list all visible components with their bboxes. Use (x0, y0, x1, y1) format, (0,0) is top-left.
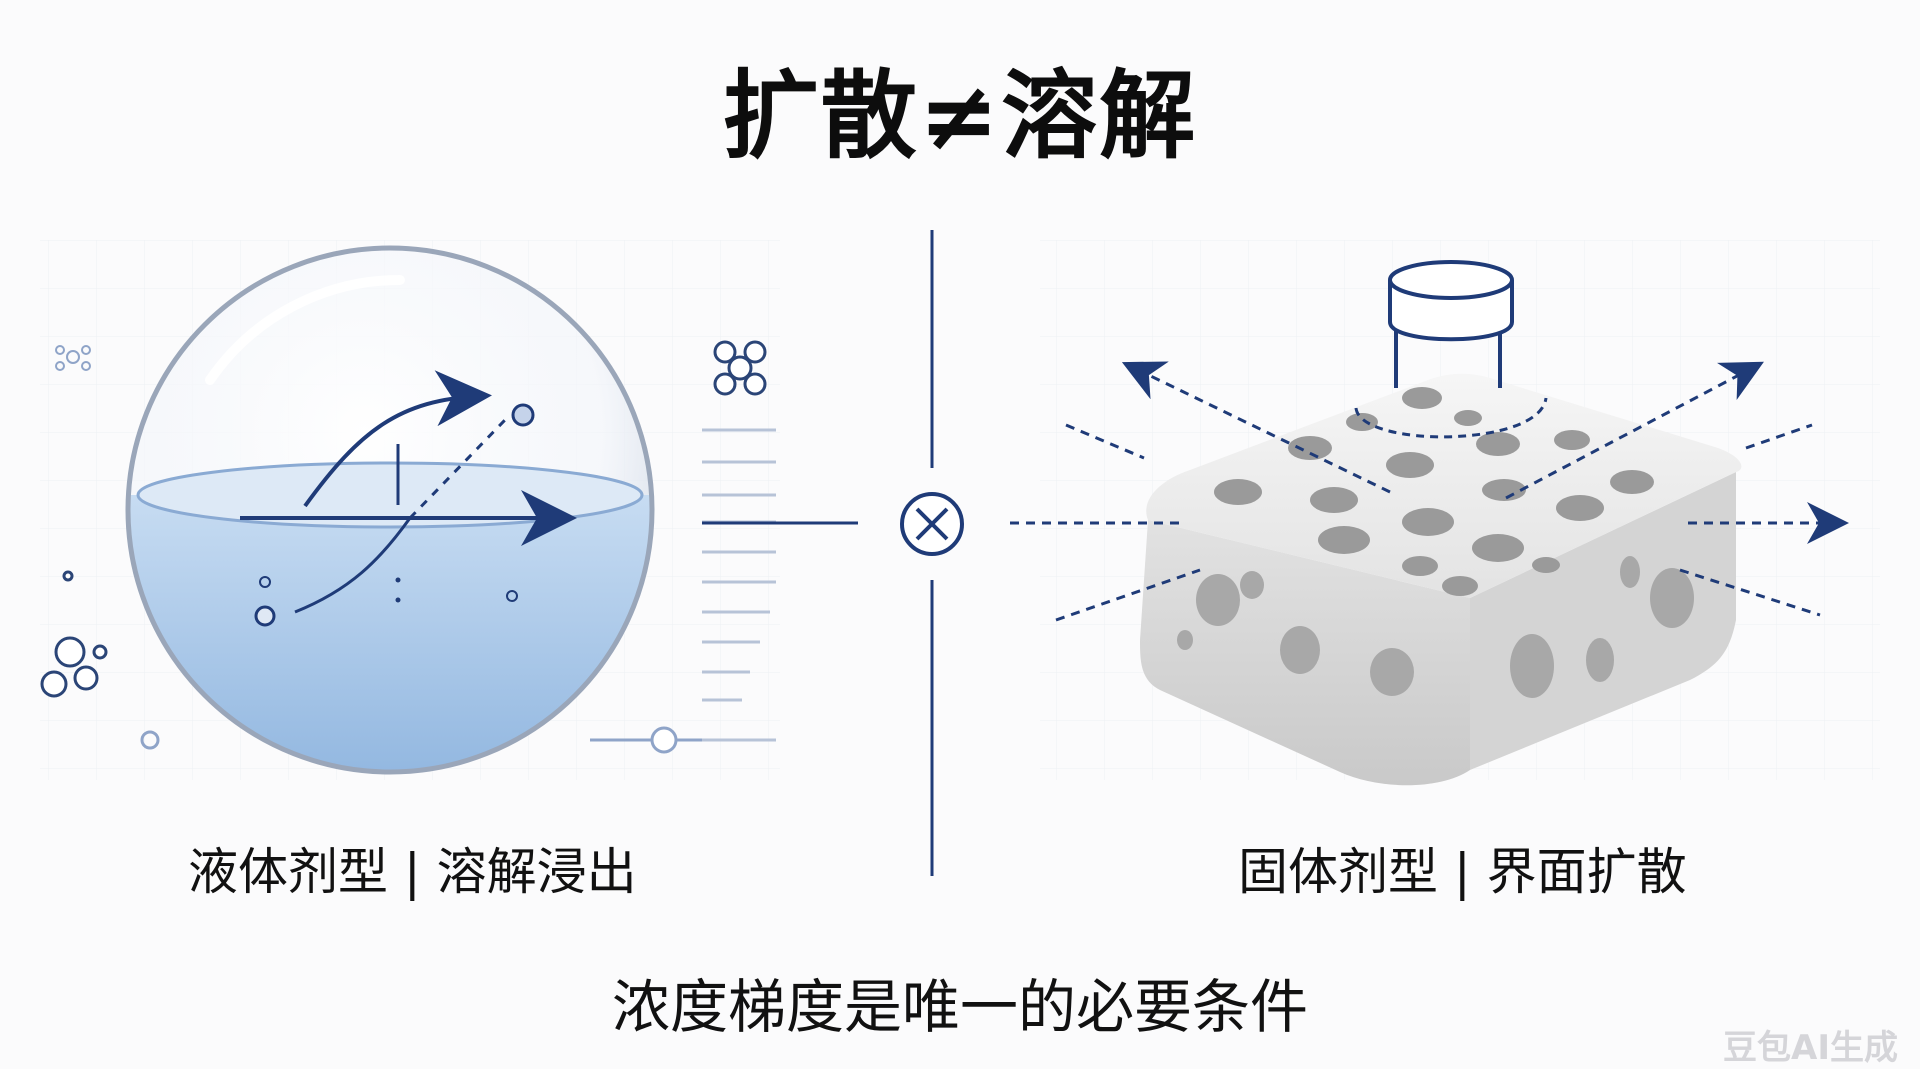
bubble-icon (140, 730, 160, 750)
diffusion-paths (1010, 361, 1849, 622)
left-caption: 液体剂型 | 溶解浸出 (188, 843, 637, 901)
cylinder-probe-icon (1354, 260, 1548, 439)
molecule-icon-small (55, 345, 91, 371)
particle-dot (395, 597, 401, 603)
page-title: 扩散≠溶解 (722, 60, 1198, 172)
scale-ticks (702, 428, 776, 742)
molecule-icon-cluster (40, 570, 108, 698)
particle-icon (511, 403, 535, 427)
diffusion-arrows (240, 370, 577, 614)
watermark: 豆包AI生成 (1723, 1028, 1898, 1068)
otimes-icon (900, 492, 964, 556)
particle-icon (254, 605, 276, 627)
particle-icon (506, 590, 518, 602)
slider-knob-icon (650, 726, 678, 754)
particle-dot (395, 577, 401, 583)
sphere-icon (125, 245, 655, 775)
conclusion-text: 浓度梯度是唯一的必要条件 (611, 973, 1308, 1041)
molecule-icon-right (713, 340, 767, 396)
porous-block-icon (1140, 373, 1742, 786)
right-caption: 固体剂型 | 界面扩散 (1238, 843, 1687, 901)
particle-icon (259, 576, 271, 588)
